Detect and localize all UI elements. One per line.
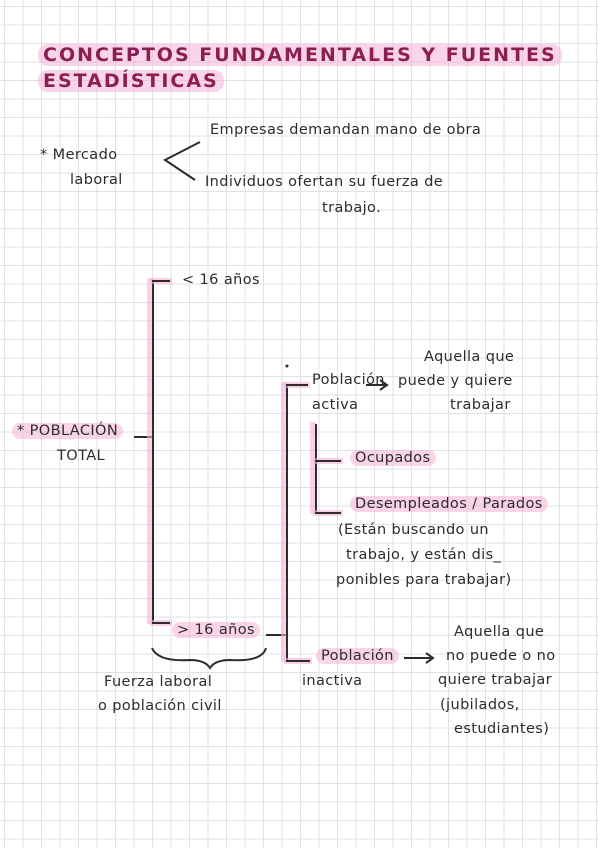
- inactiva-def-4: (jubilados,: [440, 697, 520, 713]
- fuerza-laboral-1: Fuerza laboral: [104, 674, 213, 690]
- mercado-label-2: laboral: [70, 172, 123, 188]
- poblacion-total-label-1: * POBLACIÓN: [12, 423, 124, 439]
- desempleados-note-1: (Están buscando un: [338, 522, 490, 538]
- fuerza-laboral-2: o población civil: [98, 698, 222, 714]
- inactiva-def-5: estudiantes): [454, 721, 550, 737]
- desempleados-note-2: trabajo, y están dis_: [346, 547, 502, 563]
- inactiva-label-1: Población: [316, 648, 399, 664]
- desempleados-label: Desempleados / Parados: [350, 496, 548, 512]
- ocupados-bracket: [315, 424, 317, 512]
- desempleados-tick: [315, 512, 341, 514]
- mercado-branch-individuos-2: trabajo.: [322, 200, 382, 216]
- ocupados-tick: [315, 460, 341, 462]
- bracket-bottom-tick: [152, 622, 170, 624]
- activa-def-3: trabajar: [450, 397, 511, 413]
- desempleados-note-3: ponibles para trabajar): [336, 572, 512, 588]
- activa-label-2: activa: [312, 397, 359, 413]
- mercado-label-1: * Mercado: [40, 147, 118, 163]
- fuerza-laboral-brace: [151, 647, 267, 670]
- poblacion-main-bracket: [152, 280, 154, 622]
- activa-tick: [286, 384, 308, 386]
- poblacion-connector: [134, 436, 152, 438]
- mayor-16-anos: > 16 años: [172, 622, 260, 638]
- activa-def-1: Aquella que: [424, 349, 515, 365]
- bracket-top-tick: [152, 280, 170, 282]
- inactiva-def-2: no puede o no: [446, 648, 556, 664]
- activa-label-1: Población: [312, 372, 385, 388]
- inactiva-tick: [286, 660, 310, 662]
- inactiva-def-3: quiere trabajar: [438, 672, 553, 688]
- title-line-2: ESTADÍSTICAS: [38, 70, 224, 92]
- ocupados-label: Ocupados: [350, 450, 436, 466]
- mercado-branch-empresas: Empresas demandan mano de obra: [210, 122, 482, 138]
- inactiva-label-2: inactiva: [302, 673, 363, 689]
- activa-def-2: puede y quiere: [398, 373, 513, 389]
- mercado-branch-chevron: [163, 141, 201, 181]
- title-line-1: CONCEPTOS FUNDAMENTALES Y FUENTES: [38, 44, 562, 66]
- mercado-branch-individuos: Individuos ofertan su fuerza de: [205, 174, 444, 190]
- inactiva-def-1: Aquella que: [454, 624, 545, 640]
- menor-16-anos: < 16 años: [182, 272, 260, 288]
- activa-inactiva-bracket: [286, 384, 288, 660]
- poblacion-total-label-2: TOTAL: [57, 448, 105, 464]
- mayor-connector: [266, 634, 286, 636]
